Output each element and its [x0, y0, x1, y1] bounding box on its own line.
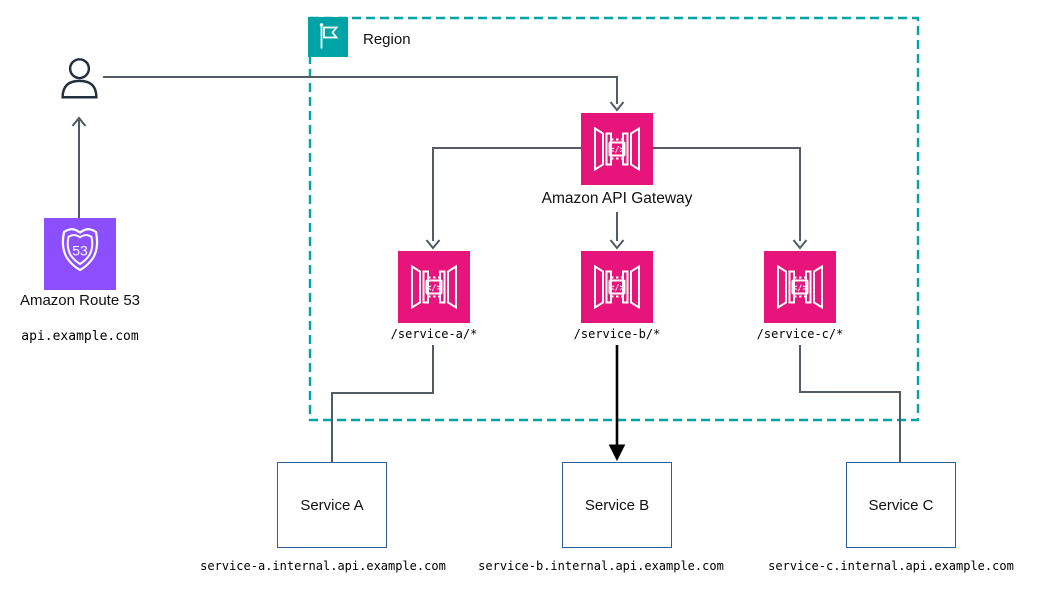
connector-route-a-to-service-a	[331, 345, 434, 462]
service-a-domain: service-a.internal.api.example.com	[200, 559, 446, 573]
api-gateway-icon-route-a: </>	[398, 251, 470, 328]
user-icon	[57, 56, 102, 106]
api-gateway-icon-route-c: </>	[764, 251, 836, 328]
service-a-box: Service A	[277, 462, 387, 548]
service-c-name: Service C	[868, 496, 934, 514]
route-53-shield-icon: 53	[44, 218, 116, 295]
arrowhead-into-route-c	[792, 239, 808, 250]
connector-gateway-to-route-a	[432, 147, 581, 241]
api-gateway-icon-main: </>	[581, 113, 653, 190]
region-label: Region	[363, 31, 411, 48]
connector-user-to-gateway	[103, 76, 618, 104]
route-b-path-label: /service-b/*	[573, 327, 661, 341]
code-glyph: </>	[792, 284, 807, 294]
api-gateway-title: Amazon API Gateway	[541, 190, 693, 207]
region-dashed-border	[308, 16, 920, 422]
service-c-box: Service C	[846, 462, 956, 548]
arrowhead-into-route-b	[609, 239, 625, 250]
code-glyph: </>	[426, 284, 441, 294]
route-c-path-label: /service-c/*	[756, 327, 844, 341]
service-a-name: Service A	[300, 496, 364, 514]
service-b-box: Service B	[562, 462, 672, 548]
route-a-path-label: /service-a/*	[390, 327, 478, 341]
arrowhead-into-service-b	[608, 444, 626, 462]
code-glyph: </>	[609, 146, 624, 156]
connector-route-c-to-service-c	[799, 345, 901, 462]
arrowhead-into-gateway	[609, 101, 625, 112]
service-b-domain: service-b.internal.api.example.com	[478, 559, 724, 573]
api-gateway-icon-route-b: </>	[581, 251, 653, 328]
arrowhead-into-route-a	[425, 239, 441, 250]
route53-badge-number: 53	[72, 243, 88, 259]
service-b-name: Service B	[584, 496, 650, 514]
code-glyph: </>	[609, 284, 624, 294]
arrowhead-into-user	[71, 116, 87, 127]
route53-title: Amazon Route 53	[19, 292, 141, 309]
connector-gateway-to-route-c	[653, 147, 801, 241]
service-c-domain: service-c.internal.api.example.com	[768, 559, 1014, 573]
route53-domain: api.example.com	[21, 329, 139, 344]
region-flag-icon	[308, 17, 348, 62]
